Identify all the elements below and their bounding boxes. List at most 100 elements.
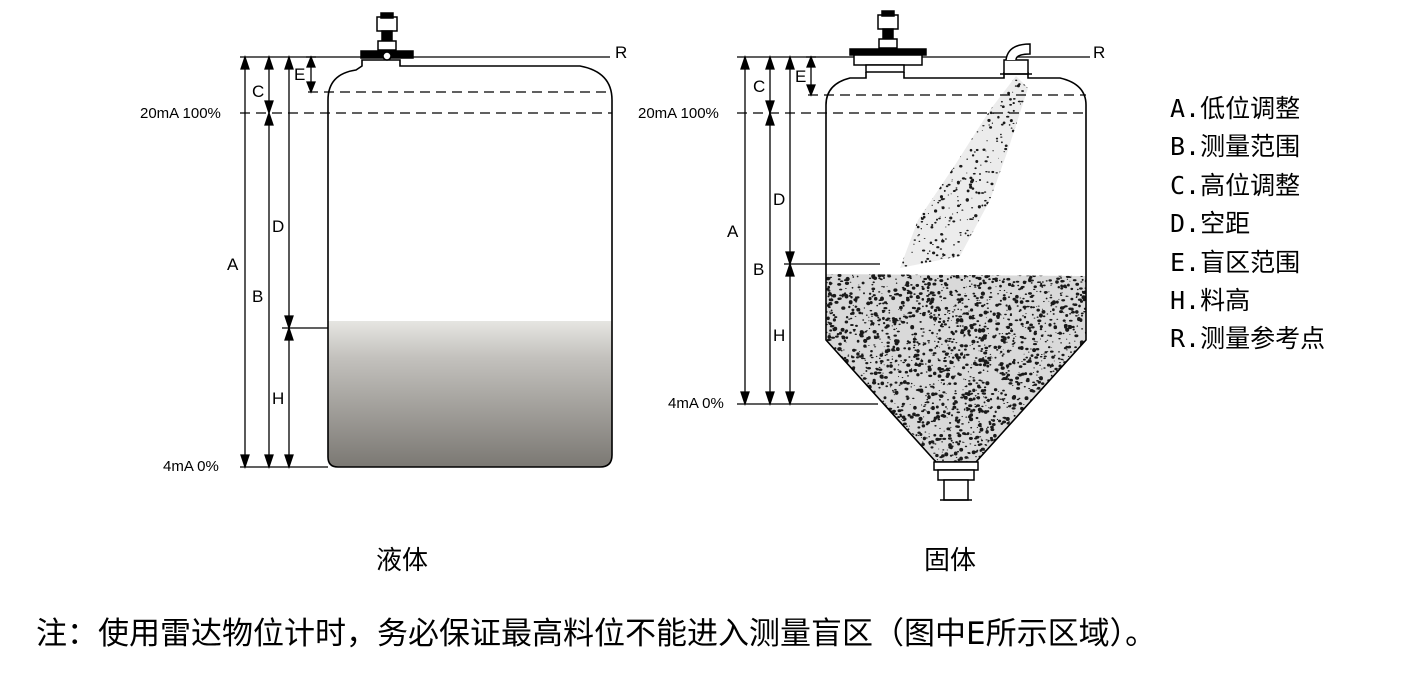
granule	[1020, 414, 1024, 418]
granule	[879, 447, 883, 450]
granule	[972, 377, 975, 379]
granule	[1034, 422, 1037, 424]
granule	[1021, 152, 1025, 155]
granule	[839, 365, 843, 369]
granule	[939, 295, 942, 298]
granule	[1001, 378, 1005, 381]
granule	[898, 427, 902, 432]
feed-pipe-icon	[1000, 43, 1032, 75]
granule	[859, 393, 861, 395]
granule	[992, 277, 996, 281]
granule	[994, 449, 997, 452]
granule	[828, 351, 831, 354]
granule	[881, 293, 883, 295]
granule	[1032, 343, 1038, 346]
granule	[877, 323, 881, 326]
granule	[890, 457, 894, 460]
granule	[985, 381, 990, 386]
granule	[932, 419, 936, 422]
granule	[1010, 78, 1014, 81]
granule	[1055, 432, 1057, 434]
granule	[1012, 403, 1017, 407]
granule	[848, 305, 851, 309]
granule	[844, 294, 849, 299]
granule	[962, 91, 965, 95]
granule	[883, 396, 887, 400]
granule	[957, 308, 959, 310]
granule	[1062, 437, 1066, 440]
granule	[1066, 338, 1068, 340]
granule	[909, 146, 913, 149]
granule	[928, 250, 931, 252]
granule	[837, 274, 842, 275]
granule	[952, 220, 956, 223]
granule	[920, 220, 924, 223]
granule	[955, 259, 959, 264]
granule	[863, 322, 867, 324]
granule	[828, 387, 833, 390]
granule	[901, 175, 905, 178]
granule	[1018, 374, 1022, 377]
granule	[1028, 176, 1031, 179]
granule	[952, 441, 955, 444]
granule	[990, 97, 994, 100]
granule	[1042, 334, 1044, 336]
granule	[948, 411, 951, 414]
granule	[1056, 392, 1059, 394]
granule	[1079, 359, 1082, 362]
granule	[1005, 239, 1009, 242]
granule	[934, 279, 937, 282]
solid-level-bottom: 4mA 0%	[668, 395, 724, 412]
granule	[1009, 103, 1013, 106]
granule	[959, 429, 963, 432]
granule	[974, 357, 978, 359]
granule	[1075, 411, 1079, 415]
granule	[1051, 347, 1053, 348]
granule	[1081, 328, 1084, 330]
granule	[1011, 436, 1014, 439]
granule	[875, 355, 878, 358]
granule	[940, 232, 944, 236]
granule	[928, 341, 930, 344]
granule	[924, 386, 928, 388]
granule	[996, 405, 1001, 410]
granule	[829, 355, 832, 357]
granule	[881, 351, 883, 353]
granule	[989, 407, 992, 410]
granule	[927, 185, 930, 188]
granule	[1038, 322, 1040, 325]
granule	[926, 80, 929, 83]
granule	[1050, 455, 1054, 458]
granule	[897, 319, 899, 322]
granule	[995, 137, 999, 140]
granule	[827, 446, 832, 449]
granule	[1063, 369, 1068, 372]
granule	[828, 298, 832, 301]
granule	[833, 414, 838, 417]
granule	[829, 456, 834, 460]
granule	[1030, 406, 1032, 408]
granule	[839, 376, 841, 379]
granule	[934, 424, 937, 427]
granule	[895, 229, 897, 231]
granule	[1039, 426, 1042, 429]
granule	[921, 150, 924, 153]
granule	[901, 258, 904, 260]
granule	[919, 129, 923, 132]
granule	[945, 367, 950, 372]
granule	[974, 403, 976, 406]
granule	[860, 463, 861, 464]
granule	[948, 369, 951, 372]
granule	[861, 442, 864, 444]
granule	[827, 367, 830, 370]
granule	[899, 305, 903, 310]
granule	[879, 338, 881, 340]
granule	[1074, 340, 1076, 342]
granule	[940, 155, 943, 158]
granule	[947, 257, 951, 259]
granule	[873, 414, 876, 417]
granule	[852, 274, 854, 277]
granule	[935, 411, 940, 415]
granule	[1056, 318, 1059, 320]
granule	[916, 307, 921, 311]
